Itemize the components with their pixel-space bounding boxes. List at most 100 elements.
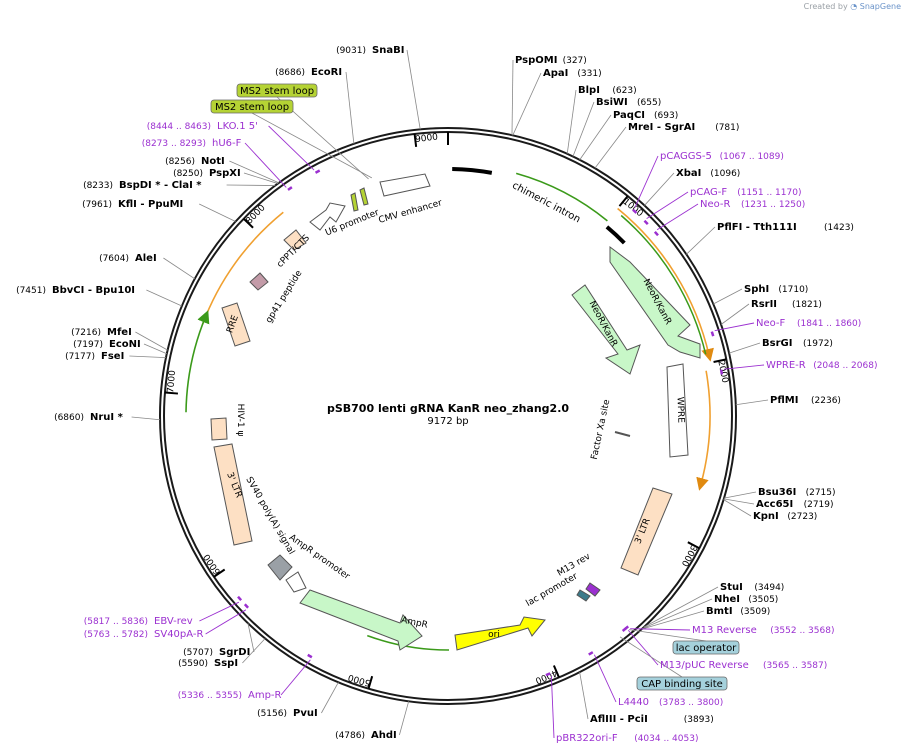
site-position: (655) <box>637 98 661 108</box>
intron-arc <box>452 167 493 175</box>
site-leader-line <box>131 416 161 421</box>
site-name: BlpI <box>578 85 600 96</box>
primer-range: (8444 .. 8463) <box>147 122 211 132</box>
site-name: PaqCI <box>613 110 645 121</box>
primer-mark <box>653 230 659 237</box>
tick-mark <box>618 195 629 207</box>
green-arc <box>515 172 608 222</box>
primer-mark <box>307 653 313 659</box>
site-name: Acc65I <box>756 499 793 510</box>
site-name: NheI <box>714 594 740 605</box>
primer-range: (2048 .. 2068) <box>813 361 877 371</box>
boxed-feature-box <box>672 640 740 655</box>
primer-name: L4440 <box>618 697 649 708</box>
primer-leader-line <box>550 676 555 739</box>
primer-range: (1231 .. 1250) <box>741 200 805 210</box>
site-position: (7604) <box>99 254 129 264</box>
primer-leader-line <box>634 155 659 208</box>
primer-mark <box>710 331 715 337</box>
site-name: KflI - PpuMI <box>118 199 183 210</box>
site-position: (1710) <box>778 285 808 295</box>
site-name: PflMI <box>770 395 798 406</box>
site-position: (2719) <box>804 500 834 510</box>
primer-name: WPRE-R <box>766 360 806 371</box>
feature-label: HIV-1 ψ <box>235 404 245 437</box>
primer-range: (1151 .. 1170) <box>737 188 801 198</box>
site-position: (331) <box>577 69 601 79</box>
primer-leader-line <box>268 125 315 171</box>
primer-leader-line <box>205 609 247 635</box>
primer-mark <box>545 672 551 677</box>
site-position: (8686) <box>275 68 305 78</box>
site-name: NotI <box>201 156 225 167</box>
site-position: (1423) <box>824 223 854 233</box>
site-position: (2715) <box>806 488 836 498</box>
site-leader-line <box>720 303 750 325</box>
site-leader-line <box>129 355 166 359</box>
feature-shapes <box>210 173 701 651</box>
green-arc <box>367 634 450 651</box>
site-leader-line <box>512 72 542 136</box>
site-position: (4786) <box>335 731 365 741</box>
ampr-promoter-shape <box>285 571 307 593</box>
site-leader-line <box>511 59 514 136</box>
u6-promoter-shape <box>309 202 346 231</box>
site-leader-line <box>247 623 255 653</box>
orange-arc <box>696 370 711 491</box>
site-name: PvuI <box>293 708 318 719</box>
tick-mark <box>367 675 374 689</box>
site-leader-line <box>579 672 589 720</box>
site-name: SnaBI <box>372 45 404 56</box>
snapgene-watermark: Created by ◔ SnapGene <box>804 2 901 11</box>
site-name: BbvCI - Bpu10I <box>52 285 135 296</box>
site-leader-line <box>642 598 713 629</box>
site-name: AleI <box>135 253 157 264</box>
site-position: (6860) <box>54 413 84 423</box>
sv40-polya-shape <box>267 554 293 581</box>
site-name: PflFI - Tth111I <box>717 222 797 233</box>
hiv-psi-shape <box>210 417 228 441</box>
factor-xa-shape <box>614 431 631 437</box>
primer-mark <box>588 651 594 656</box>
primer-name: pCAG-F <box>690 187 727 198</box>
site-name: SphI <box>744 284 769 295</box>
neor-kanr-inner-shape <box>571 284 641 375</box>
site-position: (327) <box>563 56 587 66</box>
primer-name: M13 Reverse <box>692 625 757 636</box>
ori-shape <box>454 616 546 651</box>
feature-label: lac promoter <box>525 571 580 609</box>
primer-name: pBR322ori-F <box>556 733 618 744</box>
site-leader-line <box>243 172 279 184</box>
feature-label: Factor Xa site <box>590 398 613 460</box>
site-position: (1972) <box>803 339 833 349</box>
site-position: (3509) <box>740 607 770 617</box>
feature-arcs <box>185 167 714 651</box>
site-name: AhdI <box>371 730 397 741</box>
primer-name: SV40pA-R <box>154 629 203 640</box>
site-position: (7197) <box>73 340 103 350</box>
site-position: (5156) <box>257 709 287 719</box>
tick-mark <box>552 665 560 678</box>
site-position: (3893) <box>684 715 714 725</box>
site-name: MfeI <box>107 327 132 338</box>
primer-mark <box>643 219 649 226</box>
primer-leader-line <box>656 203 699 231</box>
site-position: (8233) <box>83 181 113 191</box>
boxed-feature-box <box>636 676 728 691</box>
feature-label: SV40 poly(A) signal <box>243 475 296 556</box>
site-name: Bsu36I <box>758 487 796 498</box>
ltr-3-right-shape <box>620 487 673 576</box>
primer-leader-line <box>724 364 765 370</box>
watermark-brand: SnapGene <box>859 2 901 11</box>
site-leader-line <box>735 399 769 406</box>
tick-mark <box>687 541 700 550</box>
boxed-leader-line <box>628 629 707 642</box>
green-arc <box>620 214 707 355</box>
site-leader-line <box>199 203 236 222</box>
site-position: (781) <box>715 123 739 133</box>
primer-leader-line <box>199 601 240 622</box>
site-position: (623) <box>612 86 636 96</box>
primer-leader-line <box>630 628 691 631</box>
tick-mark <box>413 133 418 147</box>
primer-range: (4034 .. 4053) <box>634 734 698 744</box>
